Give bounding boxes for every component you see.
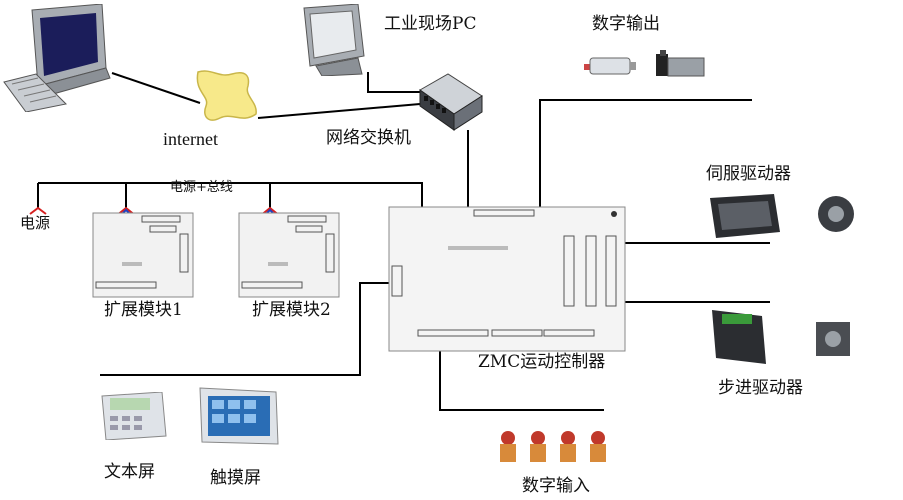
- wire-digital-input: [439, 350, 604, 411]
- network-switch: [418, 72, 484, 132]
- touch-screen: [198, 386, 280, 446]
- digital-output-label: 数字输出: [592, 14, 660, 34]
- digital-input-devices: [496, 428, 614, 468]
- expansion-module-1: [92, 212, 194, 298]
- solenoid-valve-icon: [584, 50, 705, 77]
- servo-motor-icon: [710, 194, 854, 238]
- expansion-module-1-board: [92, 212, 194, 298]
- stepper-driver: [708, 306, 858, 368]
- network-switch-label: 网络交换机: [326, 128, 411, 148]
- push-button-icon: [500, 431, 606, 462]
- zmc-controller-board: [388, 206, 626, 352]
- touch-screen-icon: [199, 387, 279, 445]
- bus-connectors: [29, 206, 433, 217]
- power-bus-label: 电源+总线: [170, 180, 233, 195]
- desktop-computer-icon: [3, 3, 111, 113]
- network-switch-icon: [419, 73, 483, 131]
- wire-hmi: [100, 282, 395, 376]
- power-label: 电源: [20, 214, 51, 232]
- wire-digital-output: [539, 99, 752, 208]
- text-display-icon: [101, 391, 167, 441]
- text-screen: [100, 391, 168, 441]
- expansion-module-1-label: 扩展模块1: [104, 300, 183, 320]
- stepper-driver-label: 步进驱动器: [718, 378, 803, 398]
- expansion-module-2-label: 扩展模块2: [252, 300, 331, 320]
- expansion-module-2: [238, 212, 340, 298]
- digital-output-devices: [582, 48, 712, 88]
- industrial-pc-icon: [303, 3, 365, 77]
- touch-screen-label: 触摸屏: [210, 468, 261, 488]
- wire-computer-internet: [111, 72, 201, 104]
- desktop-computer: [2, 3, 112, 113]
- digital-input-label: 数字输入: [522, 476, 590, 496]
- controller-label: ZMC运动控制器: [478, 352, 606, 372]
- internet-cloud-icon: [196, 70, 257, 121]
- expansion-module-2-board: [238, 212, 340, 298]
- stepper-motor-icon: [712, 310, 850, 364]
- internet-cloud: [192, 68, 262, 124]
- wire-power-bus: [38, 182, 423, 208]
- wire-stepper: [611, 258, 770, 303]
- text-screen-label: 文本屏: [104, 462, 155, 482]
- zmc-controller: [388, 206, 626, 352]
- servo-driver-label: 伺服驱动器: [706, 164, 791, 184]
- servo-driver: [708, 192, 858, 242]
- wire-internet-switch: [257, 103, 421, 119]
- industrial-pc: [298, 3, 370, 77]
- wire-pc-switch: [367, 72, 420, 93]
- internet-label: internet: [163, 129, 218, 149]
- industrial-pc-label: 工业现场PC: [384, 14, 477, 34]
